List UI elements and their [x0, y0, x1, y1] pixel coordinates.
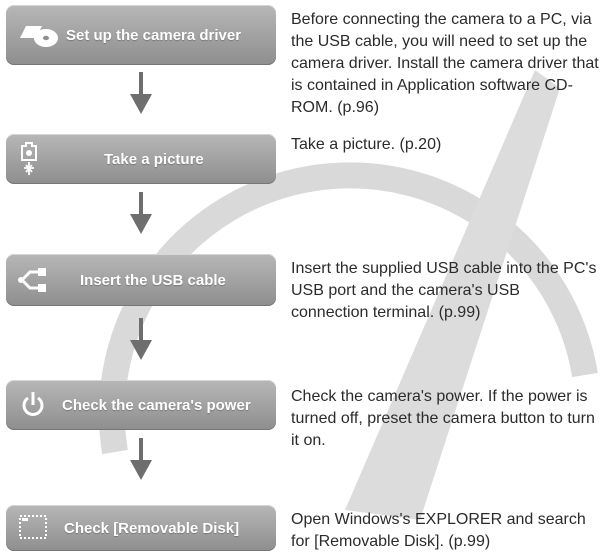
step-label: Insert the USB cable [80, 271, 226, 289]
power-icon [22, 392, 44, 416]
step-check-power: Check the camera's power [6, 380, 276, 430]
step-description: Take a picture. (p.20) [291, 136, 442, 153]
step-description: Check the camera's power. If the power i… [291, 388, 595, 449]
step-check-removable-disk: Check [Removable Disk] [6, 505, 276, 551]
down-arrow-icon [130, 192, 152, 234]
step-setup-driver: Set up the camera driver [6, 5, 276, 65]
step-description: Before connecting the camera to a PC, vi… [291, 11, 599, 116]
step-insert-usb: Insert the USB cable [6, 254, 276, 306]
down-arrow-icon [130, 438, 152, 480]
removable-disk-icon [19, 515, 47, 539]
step-label: Check [Removable Disk] [64, 519, 240, 537]
step-label: Take a picture [104, 150, 204, 168]
down-arrow-icon [130, 318, 152, 360]
cd-disc-icon [20, 26, 58, 47]
step-take-picture: Take a picture [6, 134, 276, 184]
step-description: Insert the supplied USB cable into the P… [291, 260, 597, 321]
step-label: Set up the camera driver [66, 26, 242, 44]
step-label: Check the camera's power [62, 396, 251, 414]
step-description: Open Windows's EXPLORER and search for [… [291, 511, 586, 550]
down-arrow-icon [130, 72, 152, 114]
camera-capture-icon [21, 142, 37, 175]
usb-cable-icon [18, 268, 46, 292]
